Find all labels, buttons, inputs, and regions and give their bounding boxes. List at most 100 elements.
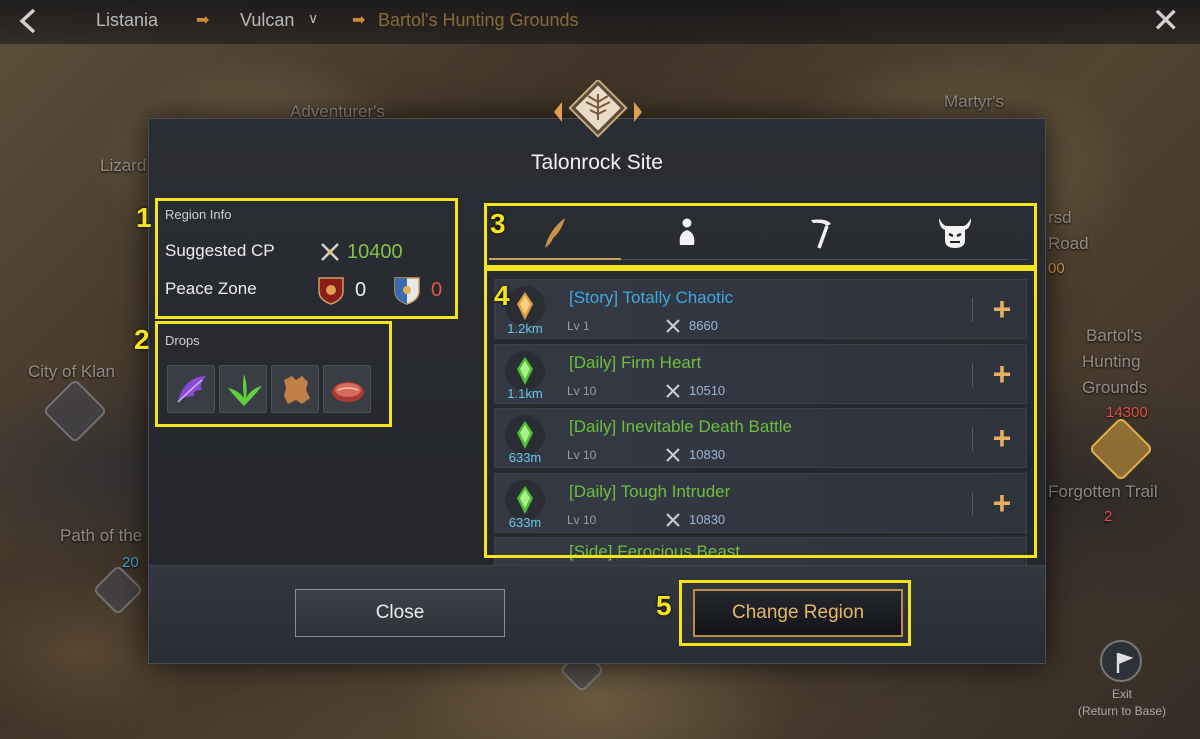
sickle-icon xyxy=(807,216,835,255)
quest-daily-icon xyxy=(505,350,545,391)
map-label-path-of-the: Path of the xyxy=(60,526,143,545)
tab-underline xyxy=(489,259,1027,260)
green-herb-icon[interactable] xyxy=(219,365,267,413)
quest-cp: 10830 xyxy=(689,447,726,463)
annotation-number: 1 xyxy=(136,202,152,233)
tab-active-indicator xyxy=(489,258,621,260)
exit-label[interactable]: Exit (Return to Base) xyxy=(1060,686,1184,720)
annotation-box-quest-list xyxy=(484,268,1037,558)
feather-icon xyxy=(541,216,569,255)
exit-label-sub: (Return to Base) xyxy=(1077,704,1167,718)
quest-cp: 8660 xyxy=(689,318,718,333)
leather-hide-icon[interactable] xyxy=(271,365,319,413)
breadcrumb-current: Bartol's Hunting Grounds xyxy=(378,10,579,30)
quest-story-icon xyxy=(505,286,545,326)
quest-title: [Daily] Firm Heart xyxy=(569,352,702,372)
annotation-number: 2 xyxy=(134,324,150,355)
peace-zone-label: Peace Zone xyxy=(165,279,257,298)
quest-list[interactable]: 1.2km [Story] Totally Chaotic Lv 1 8660 … xyxy=(494,279,1027,565)
chevron-down-icon[interactable]: ∨ xyxy=(308,10,319,26)
map-label-lizard: Lizard xyxy=(100,156,147,175)
map-label-forgotten-trail: Forgotten Trail xyxy=(1048,482,1158,501)
close-icon[interactable]: ✕ xyxy=(1151,2,1181,40)
breadcrumb-arrow-icon: ➡ xyxy=(196,12,210,29)
quest-level: Lv 10 xyxy=(567,448,597,463)
map-cp-path: 20 xyxy=(122,554,139,571)
map-label-adventurers: Adventurer's xyxy=(290,102,385,121)
quest-level: Lv 10 xyxy=(567,383,597,398)
map-label-city-of-klan[interactable]: City of Klan xyxy=(28,362,115,381)
region-info-label: Region Info xyxy=(165,207,232,222)
swords-icon xyxy=(319,241,341,263)
map-cp-road: 00 xyxy=(1048,260,1065,277)
map-cp-forgotten: 2 xyxy=(1104,508,1113,525)
map-label-martyrs: Martyr's xyxy=(944,92,1004,111)
annotation-box-change-region xyxy=(679,580,911,646)
map-label-bartols: Bartol's xyxy=(1086,326,1143,345)
add-quest-button[interactable]: + xyxy=(992,484,1012,521)
swords-icon xyxy=(665,512,681,528)
quest-title: [Daily] Inevitable Death Battle xyxy=(569,417,793,437)
back-arrow-icon[interactable] xyxy=(14,6,46,38)
quest-level: Lv 1 xyxy=(567,319,590,333)
map-label-grounds: Grounds xyxy=(1082,378,1148,397)
blue-shield-icon xyxy=(393,275,421,305)
divider xyxy=(972,298,973,322)
figure-icon xyxy=(677,217,697,254)
quest-daily-icon xyxy=(505,479,545,520)
annotation-number: 3 xyxy=(490,208,506,239)
quest-row[interactable]: 1.2km [Story] Totally Chaotic Lv 1 8660 … xyxy=(494,279,1027,339)
add-quest-button[interactable]: + xyxy=(992,355,1012,392)
swords-icon xyxy=(665,318,681,334)
quest-row[interactable]: 1.1km [Daily] Firm Heart Lv 10 10510 + xyxy=(494,343,1027,404)
annotation-number: 4 xyxy=(494,280,510,311)
map-cp-bartol: 14300 xyxy=(1106,404,1148,421)
breadcrumb-listania[interactable]: Listania xyxy=(96,10,159,30)
quest-title: [Daily] Tough Intruder xyxy=(569,481,731,501)
exit-label-title: Exit xyxy=(1111,687,1132,701)
change-region-button[interactable]: Change Region xyxy=(693,589,903,637)
quest-distance: 633m xyxy=(508,450,542,466)
annotation-box-tabs xyxy=(484,203,1037,268)
top-bar: Listania ➡ Vulcan ∨ ➡ Bartol's Hunting G… xyxy=(0,0,1200,44)
tab-quest-sickle[interactable] xyxy=(755,209,887,261)
map-label-hunting: Hunting xyxy=(1082,352,1141,371)
suggested-cp-value: 10400 xyxy=(347,241,403,263)
region-crest-icon xyxy=(548,78,648,144)
close-button[interactable]: Close xyxy=(295,589,505,637)
add-quest-button[interactable]: + xyxy=(992,291,1012,327)
peace-zone-value-a: 0 xyxy=(355,279,367,301)
quest-cp: 10830 xyxy=(689,511,726,527)
divider xyxy=(972,427,973,452)
divider xyxy=(972,362,973,387)
divider xyxy=(972,491,973,516)
tab-quest-feather[interactable] xyxy=(489,209,621,261)
quest-distance: 633m xyxy=(508,514,542,530)
quest-row[interactable]: 633m [Daily] Tough Intruder Lv 10 10830 … xyxy=(494,472,1027,533)
suggested-cp-label: Suggested CP xyxy=(165,241,275,260)
tab-quest-demon[interactable] xyxy=(889,209,1021,261)
quest-title: [Story] Totally Chaotic xyxy=(569,288,734,307)
annotation-box-drops xyxy=(155,321,392,427)
add-quest-button[interactable]: + xyxy=(992,420,1012,457)
tab-quest-figure[interactable] xyxy=(621,209,753,261)
quest-daily-icon xyxy=(505,415,545,456)
demon-icon xyxy=(937,216,973,255)
exit-flag-icon[interactable] xyxy=(1100,640,1142,682)
breadcrumb-vulcan[interactable]: Vulcan xyxy=(240,10,295,30)
raw-meat-icon[interactable] xyxy=(323,365,371,413)
region-dialog: Talonrock Site Region Info Suggested CP … xyxy=(148,118,1046,664)
annotation-box-region-info xyxy=(155,198,458,319)
quest-distance: 1.1km xyxy=(507,385,543,401)
dialog-title: Talonrock Site xyxy=(531,151,663,174)
peace-zone-value-b: 0 xyxy=(431,279,443,301)
red-shield-icon xyxy=(317,275,345,305)
map-label-rsd: rsd xyxy=(1048,208,1072,227)
purple-feather-icon[interactable] xyxy=(167,365,215,413)
annotation-number: 5 xyxy=(656,590,672,621)
quest-distance: 1.2km xyxy=(507,321,543,336)
quest-row[interactable]: 633m [Daily] Inevitable Death Battle Lv … xyxy=(494,408,1027,469)
quest-cp: 10510 xyxy=(689,382,726,398)
swords-icon xyxy=(665,383,681,399)
breadcrumb-arrow-icon: ➡ xyxy=(352,12,366,29)
